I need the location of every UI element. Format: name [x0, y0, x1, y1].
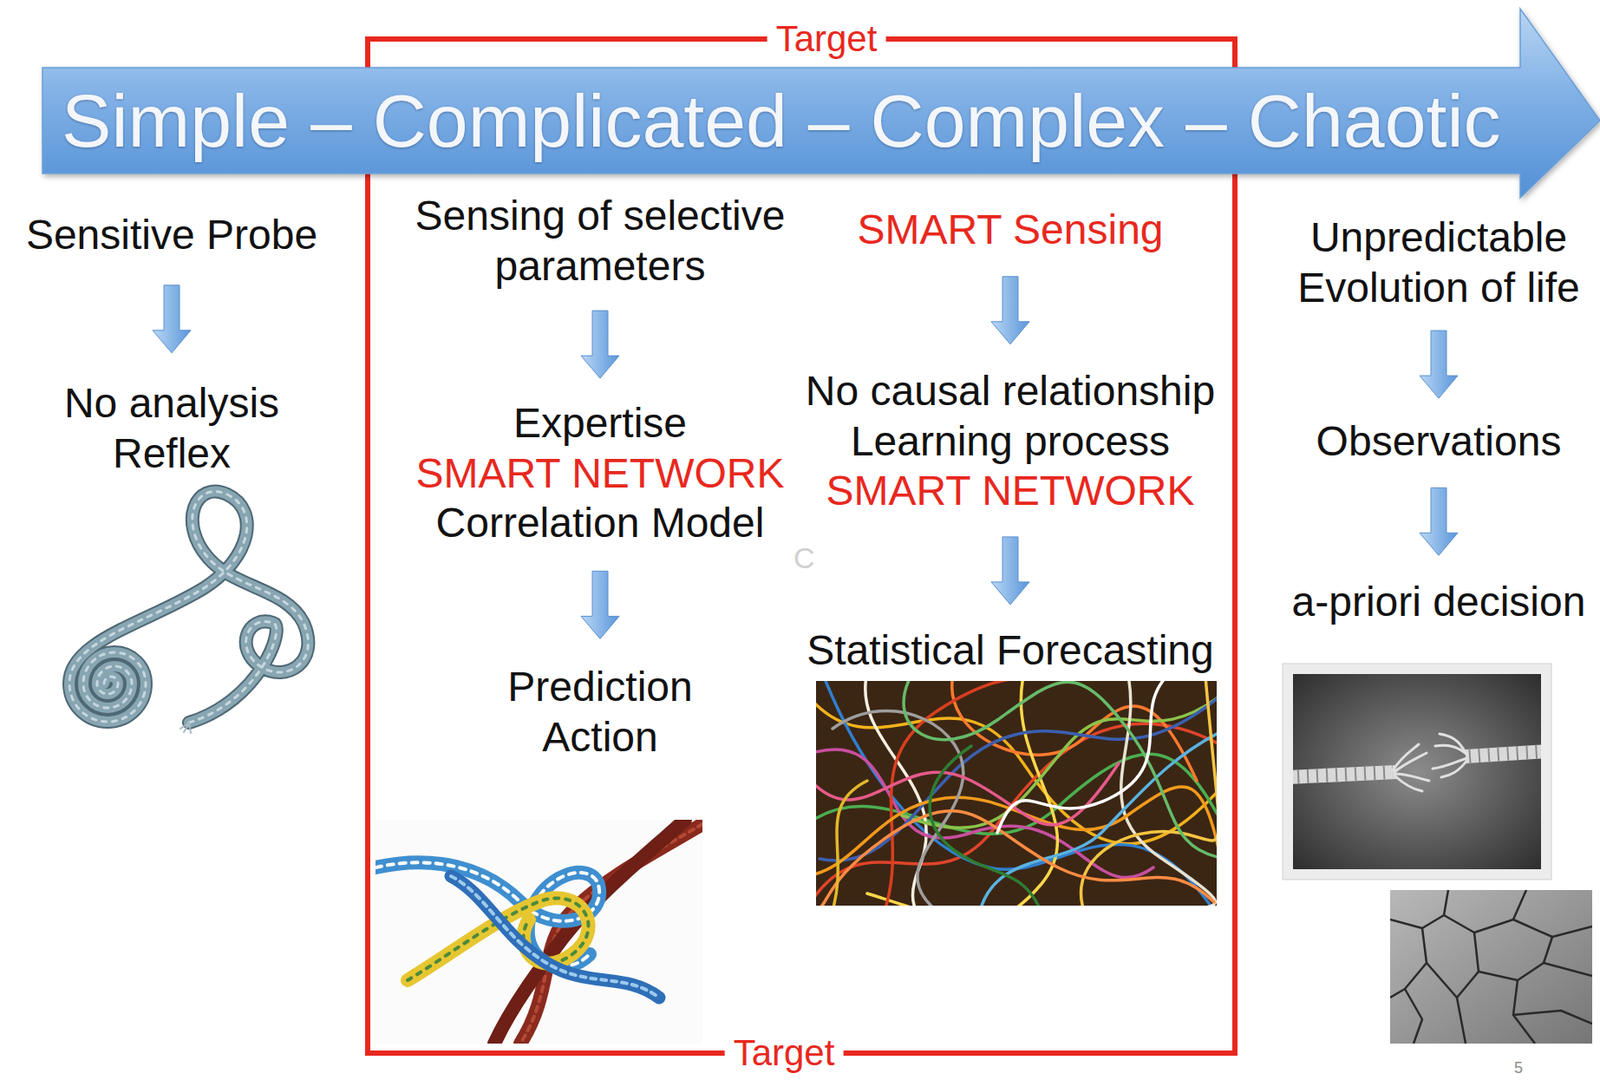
broken-rope-photo: [1392, 744, 1430, 791]
flow-arrow: [581, 310, 620, 379]
coiled-rope: [69, 491, 308, 723]
text-node: No analysis Reflex: [41, 378, 302, 478]
node-text: Correlation Model: [396, 497, 804, 549]
node-text: Learning process: [797, 416, 1223, 467]
node-text: Prediction Action: [470, 661, 731, 762]
flow-arrow: [991, 536, 1030, 605]
tangled-wires: [816, 810, 1215, 906]
node-text: No analysis Reflex: [41, 378, 302, 478]
knotted-ropes: [450, 875, 660, 998]
tangled-wires: [1081, 680, 1217, 906]
broken-rope-photo: [1465, 751, 1542, 757]
tangled-wires: [903, 680, 1217, 859]
stray-letter: C: [793, 542, 816, 573]
cracked-earth-photo: [1443, 889, 1553, 963]
broken-rope-photo: [1293, 771, 1393, 778]
frame-label: Target: [724, 1034, 844, 1072]
flow-arrow: [581, 570, 620, 639]
tangled-wires: [816, 749, 1154, 878]
flow-arrow: [152, 285, 191, 353]
node-text: Unpredictable Evolution of life: [1291, 212, 1587, 313]
cracked-earth-photo: [1390, 889, 1593, 1044]
text-node: Sensitive Probe: [6, 209, 337, 261]
node-text: No causal relationship: [797, 365, 1223, 417]
band-title: Simple – Complicated – Complex – Chaotic: [61, 67, 1502, 174]
text-node: Unpredictable Evolution of life: [1291, 212, 1587, 313]
broken-rope-photo: [1282, 663, 1552, 880]
cracked-earth-photo: [1390, 927, 1427, 998]
coiled-rope: [69, 491, 308, 733]
broken-rope-photo: [1293, 771, 1397, 778]
node-text: a-priori decision: [1282, 576, 1595, 627]
text-node: Sensing of selective parameters: [400, 190, 800, 291]
knotted-ropes: [375, 819, 703, 1044]
knotted-ropes: [520, 823, 703, 1044]
coiled-rope: [69, 491, 308, 723]
tangled-wires: [816, 763, 1119, 825]
cracked-earth-photo: [1478, 962, 1593, 980]
cracked-earth-photo: [1456, 932, 1479, 1044]
text-node: No causal relationshipLearning processSM…: [797, 365, 1223, 516]
cracked-earth-photo: [1513, 979, 1593, 1044]
tangled-wires: [929, 745, 1041, 906]
knotted-ropes: [375, 819, 703, 1044]
node-text: Sensing of selective parameters: [400, 190, 800, 291]
text-node: Observations: [1291, 416, 1587, 467]
frame-label: Target: [767, 20, 887, 58]
tangled-wires: [816, 723, 1217, 902]
tangled-wires: [816, 753, 1217, 834]
node-text: SMART NETWORK: [396, 448, 804, 499]
cracked-earth-photo: [1390, 914, 1593, 937]
tangled-wires: [832, 780, 868, 906]
page-number: 5: [1514, 1059, 1523, 1076]
text-node: SMART Sensing: [806, 204, 1215, 255]
tangled-wires: [816, 680, 1217, 906]
flow-arrow: [1419, 487, 1458, 556]
spectrum-arrow: Simple – Complicated – Complex – Chaotic: [42, 5, 1600, 202]
knotted-ropes: [450, 875, 660, 998]
tangled-wires: [1121, 680, 1216, 906]
node-text: SMART Sensing: [806, 204, 1215, 255]
broken-rope-photo: [1282, 663, 1552, 880]
text-node: ExpertiseSMART NETWORKCorrelation Model: [396, 398, 804, 549]
node-text: SMART NETWORK: [797, 465, 1223, 516]
text-node: a-priori decision: [1282, 576, 1595, 627]
text-node: Statistical Forecasting: [797, 625, 1223, 676]
node-text: Expertise: [396, 398, 804, 449]
broken-rope-photo: [1293, 673, 1542, 869]
cracked-earth-photo: [1404, 962, 1457, 1044]
flow-arrow: [991, 276, 1030, 345]
node-text: Statistical Forecasting: [797, 625, 1223, 676]
tangled-wires: [997, 680, 1171, 833]
broken-rope-photo: [1432, 733, 1468, 778]
cracked-earth-photo: [1390, 889, 1593, 1044]
arrow-band-outline: [42, 8, 1600, 198]
node-text: Observations: [1291, 416, 1587, 467]
flow-arrow: [1419, 330, 1458, 399]
text-node: Prediction Action: [470, 661, 731, 762]
knotted-ropes: [520, 823, 703, 1044]
node-text: Sensitive Probe: [6, 209, 337, 261]
coiled-rope: [180, 722, 191, 733]
broken-rope-photo: [1469, 751, 1542, 757]
coiled-rope: [69, 491, 308, 723]
